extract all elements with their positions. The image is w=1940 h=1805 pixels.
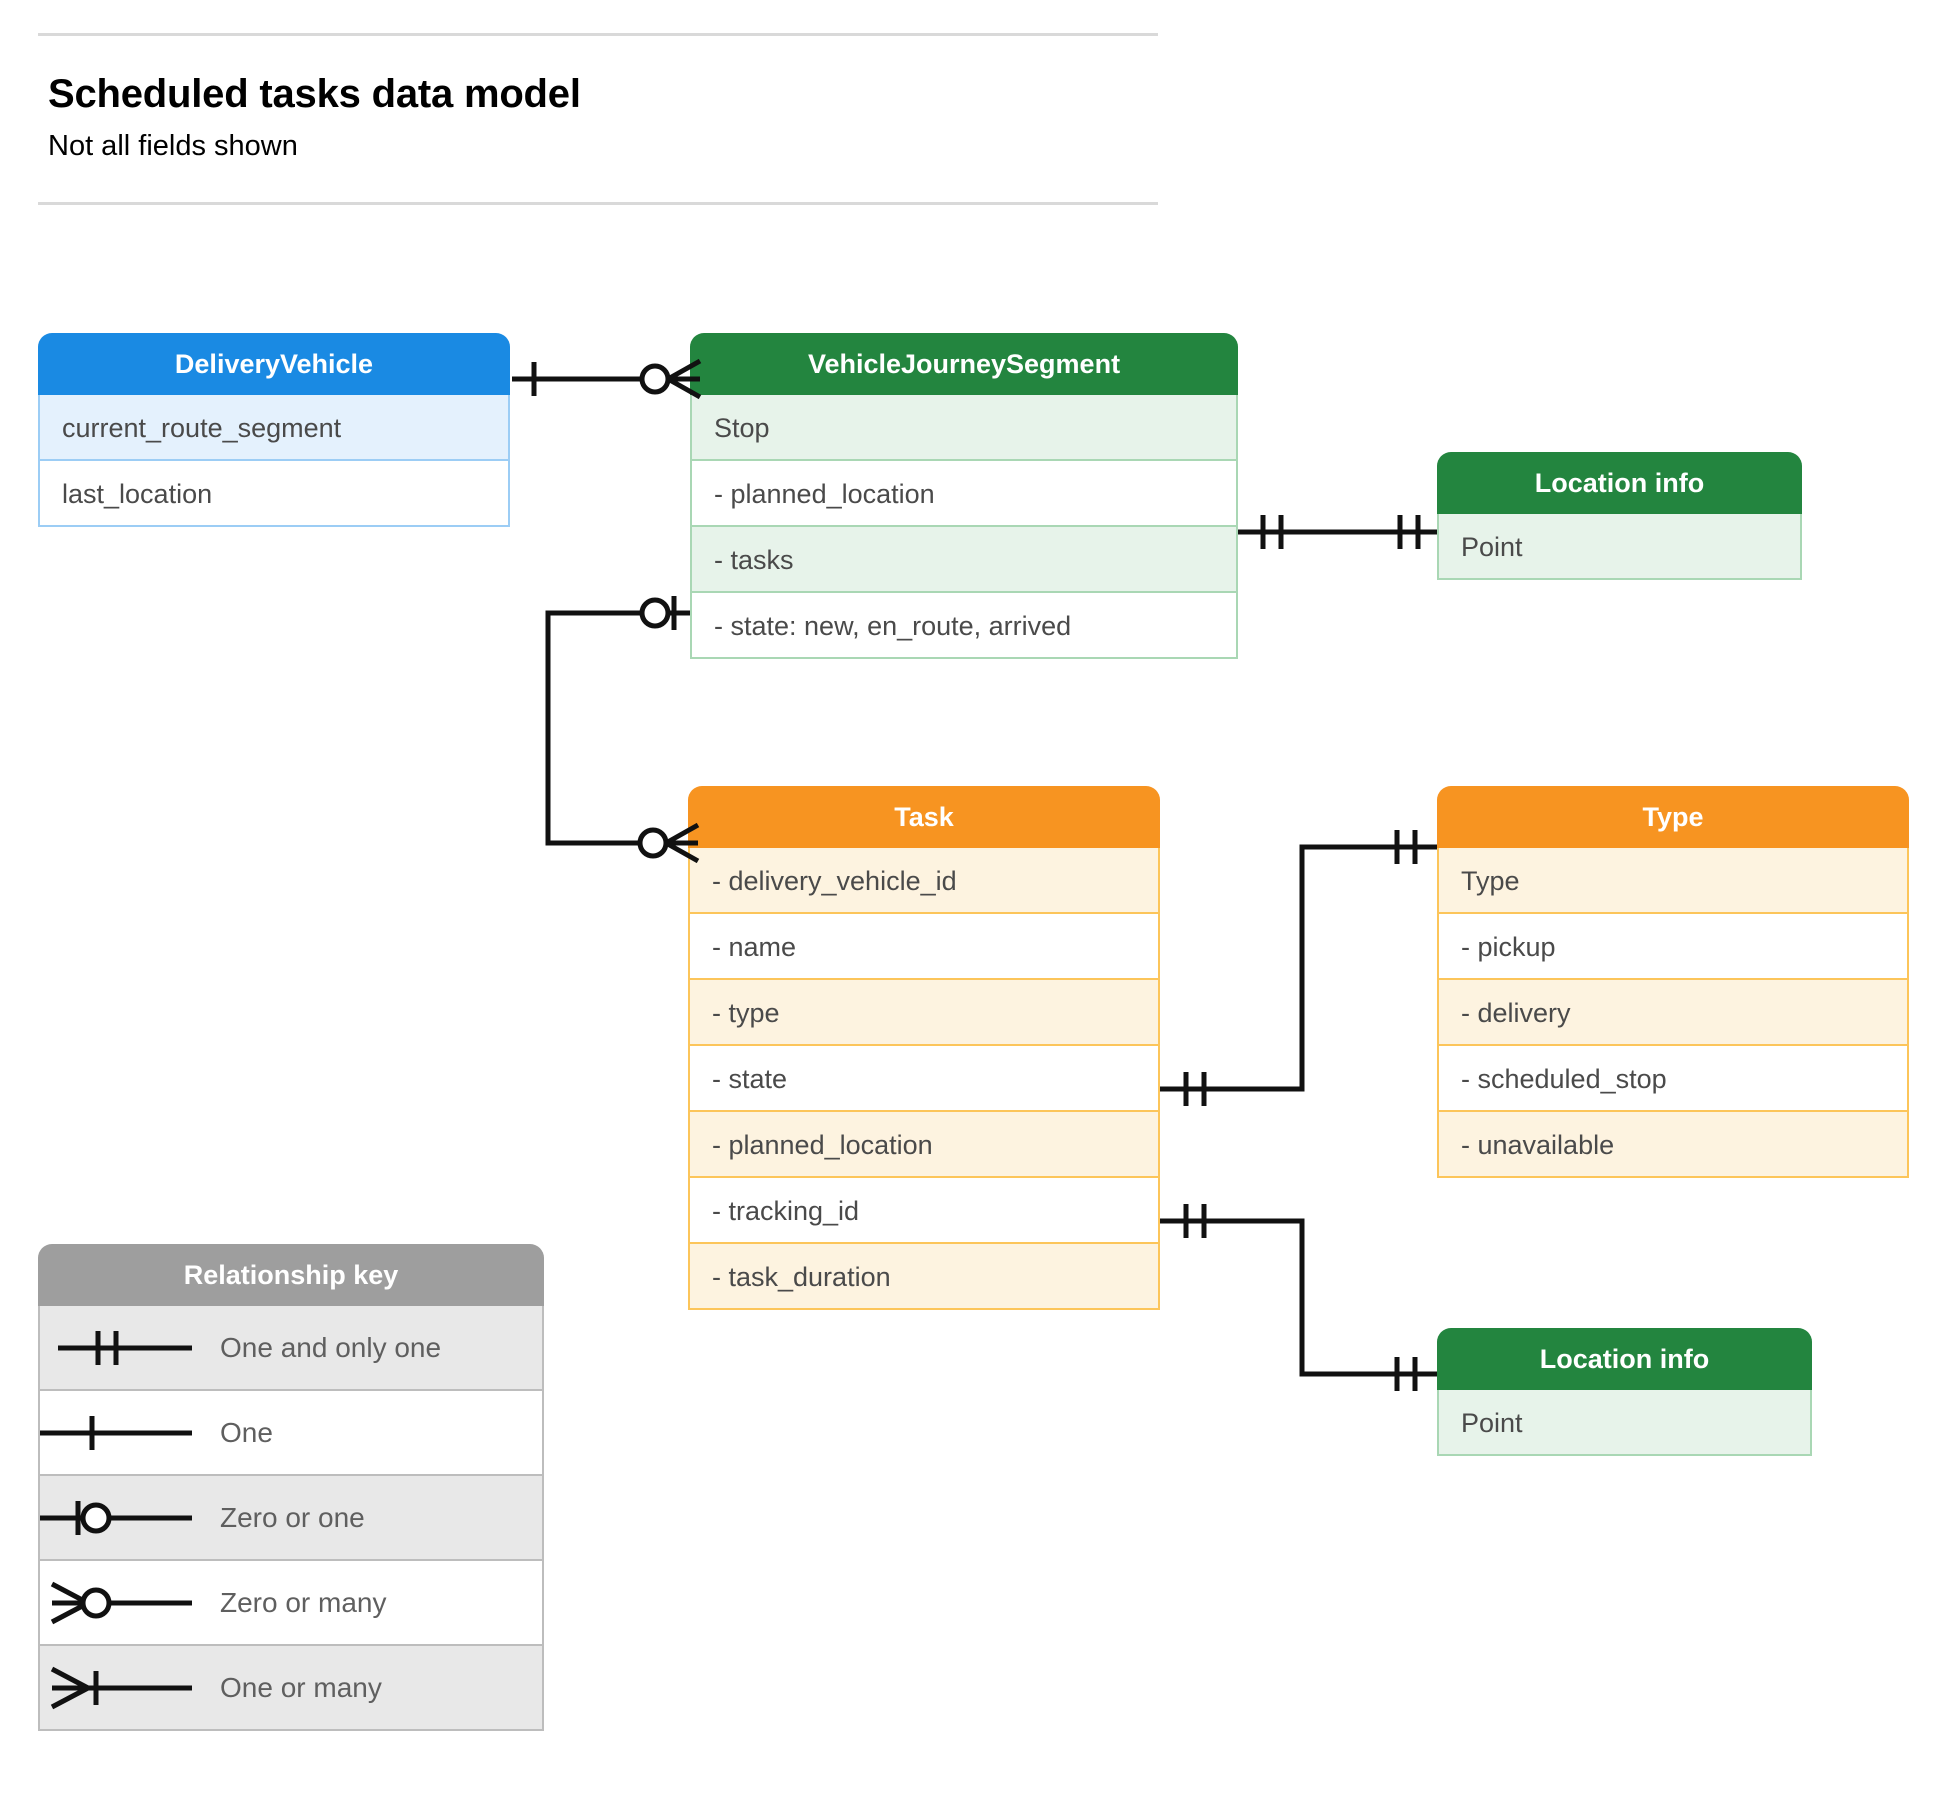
legend-item-label: One or many: [220, 1671, 382, 1703]
entity-type[interactable]: Type Type - pickup - delivery - schedule…: [1437, 786, 1909, 1178]
legend-rows: One and only one One: [38, 1306, 544, 1731]
field-row[interactable]: - scheduled_stop: [1437, 1046, 1909, 1112]
entity-title-type: Type: [1437, 786, 1909, 848]
legend-item-label: Zero or many: [220, 1586, 387, 1618]
legend-item-label: One and only one: [220, 1331, 442, 1363]
field-row[interactable]: - pickup: [1437, 914, 1909, 980]
entity-rows-delivery-vehicle: current_route_segment last_location: [38, 395, 510, 527]
field-row[interactable]: - type: [688, 980, 1160, 1046]
one-icon: [40, 1391, 220, 1474]
field-row[interactable]: - delivery: [1437, 980, 1909, 1046]
header-divider-top: [38, 33, 1158, 36]
one-or-many-icon: [40, 1646, 220, 1729]
legend-item: Zero or one: [38, 1476, 544, 1561]
field-row[interactable]: - planned_location: [690, 461, 1238, 527]
field-row[interactable]: Stop: [690, 395, 1238, 461]
field-row[interactable]: - delivery_vehicle_id: [688, 848, 1160, 914]
field-row[interactable]: last_location: [38, 461, 510, 527]
page-title: Scheduled tasks data model: [48, 72, 581, 116]
legend-item-label: One: [220, 1416, 273, 1448]
connector-task-planned-location-to-location-info: [1160, 1204, 1437, 1391]
entity-rows-type: Type - pickup - delivery - scheduled_sto…: [1437, 848, 1909, 1178]
page-subtitle: Not all fields shown: [48, 130, 298, 162]
connector-delivery-vehicle-to-vjs: [512, 358, 702, 400]
entity-task[interactable]: Task - delivery_vehicle_id - name - type…: [688, 786, 1160, 1310]
field-row[interactable]: current_route_segment: [38, 395, 510, 461]
one-and-only-one-icon: [40, 1306, 220, 1389]
field-row[interactable]: - unavailable: [1437, 1112, 1909, 1178]
field-row[interactable]: Point: [1437, 1390, 1812, 1456]
entity-title-vehicle-journey-segment: VehicleJourneySegment: [690, 333, 1238, 395]
entity-vehicle-journey-segment[interactable]: VehicleJourneySegment Stop - planned_loc…: [690, 333, 1238, 659]
header-divider-bottom: [38, 202, 1158, 205]
connector-vjs-planned-location-to-location-info: [1238, 515, 1437, 549]
entity-title-delivery-vehicle: DeliveryVehicle: [38, 333, 510, 395]
connector-task-type-to-type: [1160, 830, 1437, 1106]
field-row[interactable]: Point: [1437, 514, 1802, 580]
legend-item: One and only one: [38, 1306, 544, 1391]
entity-rows-task: - delivery_vehicle_id - name - type - st…: [688, 848, 1160, 1310]
zero-or-many-icon: [40, 1561, 220, 1644]
legend-item-label: Zero or one: [220, 1501, 365, 1533]
connector-vjs-tasks-to-task: [545, 596, 700, 864]
entity-location-info-top[interactable]: Location info Point: [1437, 452, 1802, 580]
legend-item: One: [38, 1391, 544, 1476]
entity-rows-location-info-bottom: Point: [1437, 1390, 1812, 1456]
legend-relationship-key: Relationship key One and only one: [38, 1244, 544, 1731]
zero-or-one-icon: [40, 1476, 220, 1559]
entity-rows-location-info-top: Point: [1437, 514, 1802, 580]
field-row[interactable]: Type: [1437, 848, 1909, 914]
legend-item: One or many: [38, 1646, 544, 1731]
entity-location-info-bottom[interactable]: Location info Point: [1437, 1328, 1812, 1456]
legend-title: Relationship key: [38, 1244, 544, 1306]
entity-title-task: Task: [688, 786, 1160, 848]
entity-title-location-info-top: Location info: [1437, 452, 1802, 514]
field-row[interactable]: - state: [688, 1046, 1160, 1112]
field-row[interactable]: - tasks: [690, 527, 1238, 593]
field-row[interactable]: - state: new, en_route, arrived: [690, 593, 1238, 659]
field-row[interactable]: - tracking_id: [688, 1178, 1160, 1244]
entity-title-location-info-bottom: Location info: [1437, 1328, 1812, 1390]
entity-rows-vehicle-journey-segment: Stop - planned_location - tasks - state:…: [690, 395, 1238, 659]
field-row[interactable]: - name: [688, 914, 1160, 980]
legend-item: Zero or many: [38, 1561, 544, 1646]
field-row[interactable]: - planned_location: [688, 1112, 1160, 1178]
entity-delivery-vehicle[interactable]: DeliveryVehicle current_route_segment la…: [38, 333, 510, 527]
field-row[interactable]: - task_duration: [688, 1244, 1160, 1310]
